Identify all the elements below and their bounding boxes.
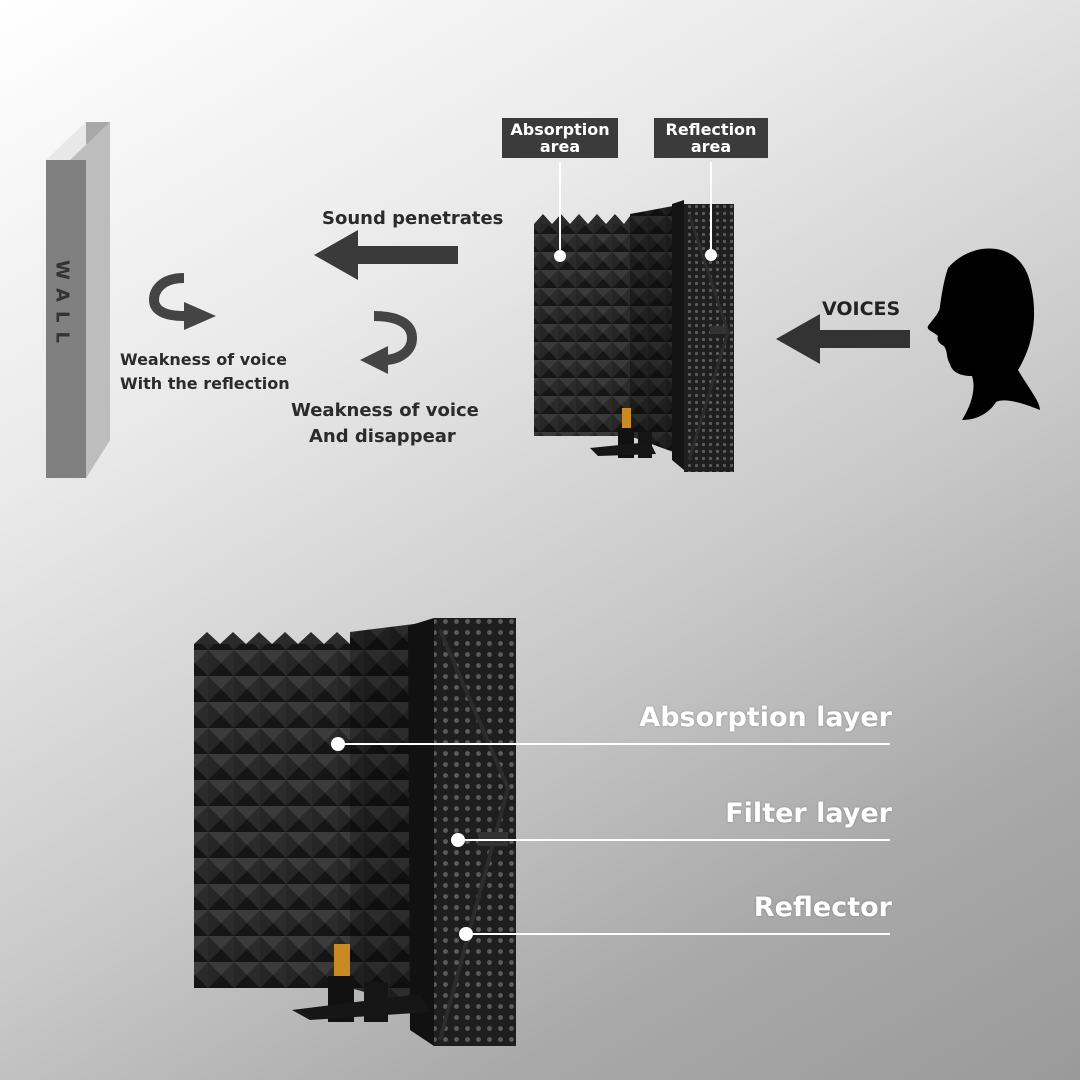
voices-label: VOICES — [822, 298, 901, 320]
absorption-area-tag: Absorption area — [502, 118, 618, 158]
wall-block — [46, 122, 110, 478]
reflection-area-tag-line2: area — [690, 137, 732, 156]
bottom-mount-knob-icon — [334, 944, 350, 976]
absorption-area-pointer — [554, 162, 566, 262]
reflector-label: Reflector — [753, 892, 892, 923]
head-silhouette — [927, 248, 1040, 420]
sound-penetrates-arrow — [314, 230, 458, 280]
reflection-area-pointer — [705, 162, 717, 261]
top-mount-knob-icon — [622, 408, 631, 428]
reflector-pointer — [459, 927, 890, 941]
absorption-area-tag-line1: Absorption — [510, 120, 610, 139]
disappear-caption: Weakness of voice And disappear — [291, 398, 479, 450]
absorption-area-tag-line2: area — [539, 137, 581, 156]
disappear-caption-line1: Weakness of voice — [291, 400, 479, 421]
disappear-caption-line2: And disappear — [309, 426, 456, 447]
sound-penetrates-label: Sound penetrates — [322, 208, 504, 229]
filter-layer-pointer — [451, 833, 890, 847]
reflection-area-tag: Reflection area — [654, 118, 768, 158]
reflection-curl-arrow — [148, 273, 216, 330]
top-shield — [534, 200, 734, 472]
reflection-caption-line2: With the reflection — [120, 374, 290, 393]
reflection-area-tag-line1: Reflection — [665, 120, 757, 139]
absorption-layer-label: Absorption layer — [639, 702, 892, 733]
filter-layer-label: Filter layer — [725, 798, 892, 829]
wall-label: WALL — [51, 260, 73, 352]
bottom-shield — [194, 618, 516, 1046]
reflection-caption: Weakness of voice With the reflection — [120, 348, 290, 396]
absorption-layer-pointer — [331, 737, 890, 751]
disappear-curl-arrow — [360, 311, 418, 374]
reflection-caption-line1: Weakness of voice — [120, 350, 287, 369]
voices-arrow — [776, 314, 910, 364]
